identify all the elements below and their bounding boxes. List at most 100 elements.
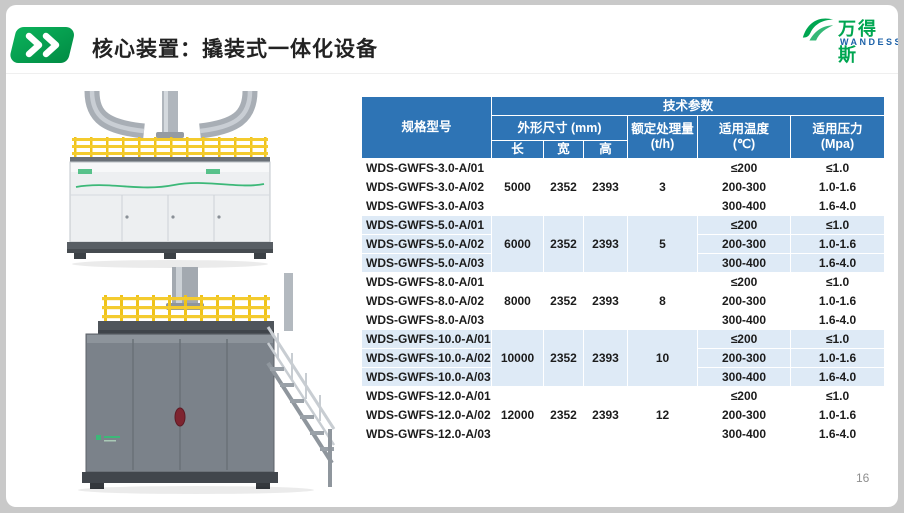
company-logo: 万得斯 WANDESS (800, 11, 898, 65)
wandess-leaf-icon (800, 13, 836, 45)
cell-length: 5000 (491, 158, 544, 216)
spec-table-container: 规格型号 技术参数 外形尺寸 (mm) 额定处理量 (t/h) 适用温度 (℃)… (361, 96, 886, 444)
cell-length: 6000 (491, 215, 544, 273)
cell-temperature: 200-300 (697, 234, 791, 254)
logo-name-cn: 万得斯 (838, 19, 878, 65)
cell-model: WDS-GWFS-8.0-A/01 (361, 272, 492, 292)
equipment-render-bottom (46, 267, 341, 495)
cell-width: 2352 (543, 158, 584, 216)
cell-temperature: 300-400 (697, 253, 791, 273)
cell-pressure: 1.6-4.0 (789, 424, 886, 444)
cell-pressure: ≤1.0 (789, 158, 886, 178)
cell-model: WDS-GWFS-12.0-A/02 (361, 405, 492, 425)
cell-capacity: 5 (627, 215, 698, 273)
cell-model: WDS-GWFS-8.0-A/02 (361, 291, 492, 311)
header-row-3: 长 宽 高 (362, 140, 885, 159)
equipment-render-top (54, 91, 286, 269)
col-header-length: 长 (491, 140, 544, 159)
col-header-temperature: 适用温度 (℃) (697, 115, 791, 159)
chevron-double-right-icon (8, 25, 80, 65)
cell-pressure: 1.6-4.0 (789, 310, 886, 330)
page-title: 核心装置：撬装式一体化设备 (92, 38, 378, 61)
cell-length: 8000 (491, 272, 544, 330)
cell-model: WDS-GWFS-10.0-A/03 (361, 367, 492, 387)
cell-pressure: 1.6-4.0 (789, 253, 886, 273)
cell-model: WDS-GWFS-3.0-A/01 (361, 158, 492, 178)
col-header-pressure: 适用压力 (Mpa) (789, 115, 886, 159)
cell-capacity: 3 (627, 158, 698, 216)
cell-pressure: ≤1.0 (789, 215, 886, 235)
cell-pressure: ≤1.0 (789, 386, 886, 406)
cell-temperature: 200-300 (697, 291, 791, 311)
cell-model: WDS-GWFS-5.0-A/01 (361, 215, 492, 235)
cell-pressure: ≤1.0 (789, 272, 886, 292)
col-header-temperature-line2: (℃) (732, 137, 756, 151)
cell-model: WDS-GWFS-5.0-A/02 (361, 234, 492, 254)
cell-height: 2393 (583, 272, 628, 330)
cell-temperature: 300-400 (697, 196, 791, 216)
col-header-pressure-line2: (Mpa) (820, 137, 855, 151)
cell-temperature: ≤200 (697, 158, 791, 178)
cell-height: 2393 (583, 386, 628, 444)
cell-capacity: 12 (627, 386, 698, 444)
col-header-pressure-line1: 适用压力 (812, 122, 863, 136)
cell-temperature: 200-300 (697, 348, 791, 368)
cell-pressure: 1.0-1.6 (789, 405, 886, 425)
header-divider (6, 73, 898, 74)
cell-temperature: ≤200 (697, 215, 791, 235)
cell-model: WDS-GWFS-12.0-A/03 (361, 424, 492, 444)
spec-table: 规格型号 技术参数 外形尺寸 (mm) 额定处理量 (t/h) 适用温度 (℃)… (361, 96, 886, 444)
cell-temperature: 200-300 (697, 405, 791, 425)
cell-pressure: 1.0-1.6 (789, 291, 886, 311)
col-header-capacity-line1: 额定处理量 (631, 122, 694, 136)
page-number: 16 (856, 471, 870, 485)
col-header-width: 宽 (543, 140, 584, 159)
cell-model: WDS-GWFS-8.0-A/03 (361, 310, 492, 330)
cell-pressure: 1.0-1.6 (789, 234, 886, 254)
cell-model: WDS-GWFS-10.0-A/02 (361, 348, 492, 368)
cell-width: 2352 (543, 386, 584, 444)
cell-capacity: 10 (627, 329, 698, 387)
cell-length: 12000 (491, 386, 544, 444)
cell-width: 2352 (543, 272, 584, 330)
slide: 核心装置：撬装式一体化设备 万得斯 WANDESS (6, 5, 898, 507)
header-row-1: 规格型号 技术参数 (361, 96, 886, 159)
cell-capacity: 8 (627, 272, 698, 330)
cell-temperature: 300-400 (697, 424, 791, 444)
cell-model: WDS-GWFS-3.0-A/02 (361, 177, 492, 197)
logo-name-en: WANDESS (840, 37, 898, 47)
col-header-capacity: 额定处理量 (t/h) (627, 115, 698, 159)
cell-model: WDS-GWFS-5.0-A/03 (361, 253, 492, 273)
cell-model: WDS-GWFS-10.0-A/01 (361, 329, 492, 349)
cell-pressure: 1.6-4.0 (789, 196, 886, 216)
cell-width: 2352 (543, 329, 584, 387)
col-header-temperature-line1: 适用温度 (718, 122, 769, 136)
cell-pressure: ≤1.0 (789, 329, 886, 349)
col-header-height: 高 (583, 140, 628, 159)
cell-model: WDS-GWFS-3.0-A/03 (361, 196, 492, 216)
col-header-dimensions: 外形尺寸 (mm) (491, 115, 628, 141)
cell-height: 2393 (583, 329, 628, 387)
col-header-tech-params: 技术参数 (490, 96, 886, 116)
cell-length: 10000 (491, 329, 544, 387)
cell-temperature: ≤200 (697, 272, 791, 292)
cell-height: 2393 (583, 158, 628, 216)
cell-width: 2352 (543, 215, 584, 273)
col-header-model: 规格型号 (361, 96, 492, 159)
cell-pressure: 1.0-1.6 (789, 348, 886, 368)
cell-temperature: 300-400 (697, 310, 791, 330)
cell-pressure: 1.6-4.0 (789, 367, 886, 387)
cell-height: 2393 (583, 215, 628, 273)
col-header-capacity-line2: (t/h) (650, 137, 675, 151)
